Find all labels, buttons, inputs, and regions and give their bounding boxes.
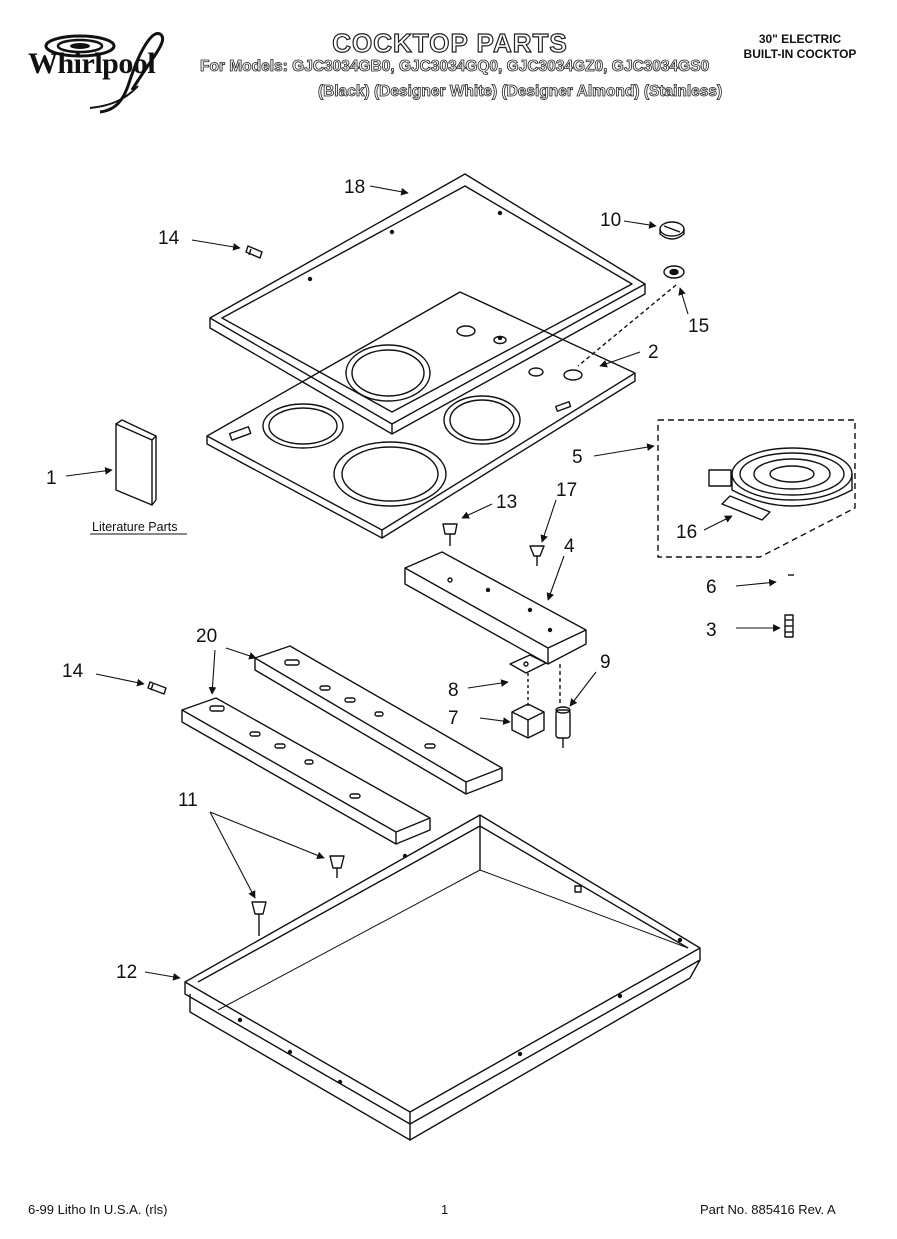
callout-14-top: 14 [158,228,180,249]
switch-plate-part [509,654,547,706]
element-assembly-group [657,419,856,558]
trim-frame-part [209,173,646,435]
callout-11: 11 [178,790,198,811]
callout-10: 10 [600,210,621,231]
callout-4: 4 [564,536,575,557]
switch-part [511,703,545,739]
callout-1: 1 [46,468,57,489]
control-knob-part [659,221,685,240]
callout-7: 7 [448,708,459,729]
brand-name: Whirlpool [28,47,156,80]
models-line: For Models: GJC3034GB0, GJC3034GQ0, GJC3… [200,58,710,76]
page-title: COCKTOP PARTS [332,27,568,58]
knob-spacer-part [663,265,685,279]
callout-16: 16 [676,522,697,543]
literature-booklet-part [115,419,157,506]
callout-13: 13 [496,492,517,513]
callout-8: 8 [448,680,459,701]
indicator-light-part [555,664,571,748]
glass-cooktop-part [206,291,636,539]
side-bracket-part-lower [181,697,431,845]
element-screw-part [784,614,794,638]
product-line-1: 30" ELECTRIC [758,32,842,46]
screw-part-top [245,245,263,259]
leader-lines [65,185,781,981]
whirlpool-swirl-icon [44,32,165,114]
grommet-part-pair [251,855,345,936]
callout-5: 5 [572,447,583,468]
side-bracket-part-upper [254,645,503,795]
footer-part-number: Part No. 885416 Rev. A [700,1202,836,1217]
callout-15: 15 [688,316,709,337]
grommet-part [442,523,458,546]
callout-17: 17 [556,480,577,501]
callout-12: 12 [116,962,137,983]
product-type: 30" ELECTRIC BUILT-IN COCKTOP [720,32,880,62]
footer-page-number: 1 [441,1202,449,1217]
literature-parts-label: Literature Parts [92,520,177,534]
footer-litho: 6-99 Litho In U.S.A. (rls) [28,1202,168,1217]
callout-2: 2 [648,342,659,363]
callout-14-lower: 14 [62,661,84,682]
control-bracket-part [404,551,587,665]
callout-9: 9 [600,652,611,673]
whirlpool-logo: Whirlpool [20,30,190,114]
clip-part [529,545,545,566]
callout-20: 20 [196,626,217,647]
cooktop-box-part [184,814,701,1141]
callout-3: 3 [706,620,717,641]
screw-part-lower [147,681,167,695]
callout-6: 6 [706,577,717,598]
callout-18: 18 [344,177,365,198]
colors-line: (Black) (Designer White) (Designer Almon… [318,83,723,101]
product-line-2: BUILT-IN COCKTOP [743,47,857,61]
